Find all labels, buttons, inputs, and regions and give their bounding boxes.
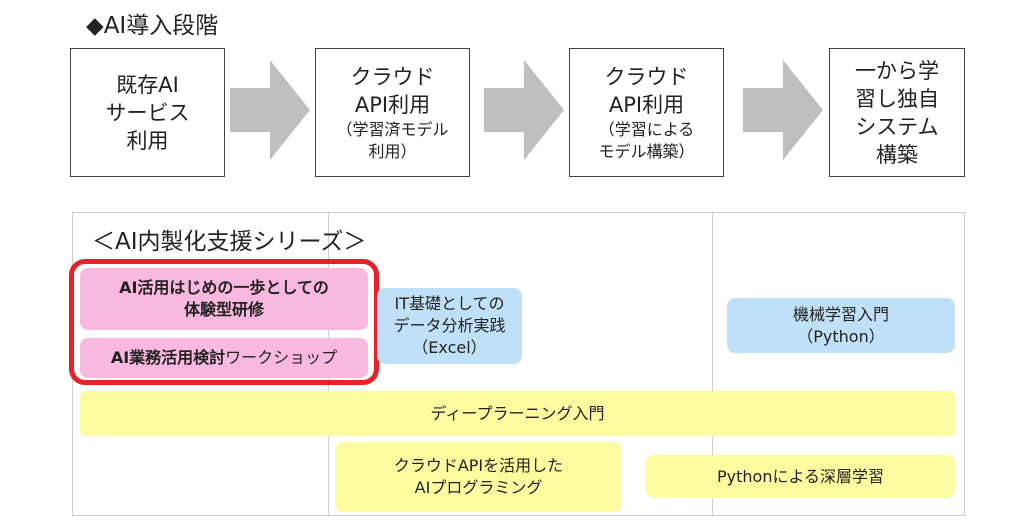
course-ai-first-step: AI活用はじめの一歩としての 体験型研修	[80, 268, 368, 330]
stage-1-main: 既存AI サービス 利用	[105, 72, 190, 153]
stage-3-box: クラウド API利用 （学習による モデル構築）	[569, 48, 724, 177]
stage-2-main: クラウド API利用	[350, 64, 435, 117]
course-ml-intro: 機械学習入門 （Python）	[727, 298, 955, 353]
series-title: ＜AI内製化支援シリーズ＞	[92, 229, 367, 255]
course-cloud-api-programming: クラウドAPIを活用した AIプログラミング	[335, 442, 622, 512]
course-workshop-rest: ワークショップ	[225, 348, 338, 367]
course-ai-workshop: AI業務活用検討ワークショップ	[80, 338, 368, 378]
course-workshop-bold: AI業務活用検討	[110, 348, 226, 367]
arrow-right-icon	[743, 60, 823, 160]
diagram-heading: ◆AI導入段階	[86, 13, 219, 39]
highlight-frame	[69, 259, 379, 385]
stage-3-main: クラウド API利用	[604, 64, 689, 117]
stage-3-sub: （学習による モデル構築）	[598, 119, 695, 161]
course-python-deep-learning: Pythonによる深層学習	[646, 455, 955, 498]
arrow-right-icon	[230, 60, 310, 160]
panel-divider	[712, 212, 713, 516]
course-it-data-analysis: IT基礎としての データ分析実践 （Excel）	[377, 288, 522, 364]
stage-2-sub: （学習済モデル 利用）	[336, 119, 449, 161]
stage-4-main: 一から学 習し独自 システム 構築	[855, 58, 939, 167]
stage-1-box: 既存AI サービス 利用	[70, 48, 225, 177]
course-deep-learning: ディープラーニング入門	[80, 391, 955, 436]
stage-4-box: 一から学 習し独自 システム 構築	[829, 48, 965, 177]
arrow-right-icon	[484, 60, 564, 160]
stage-2-box: クラウド API利用 （学習済モデル 利用）	[315, 48, 470, 177]
